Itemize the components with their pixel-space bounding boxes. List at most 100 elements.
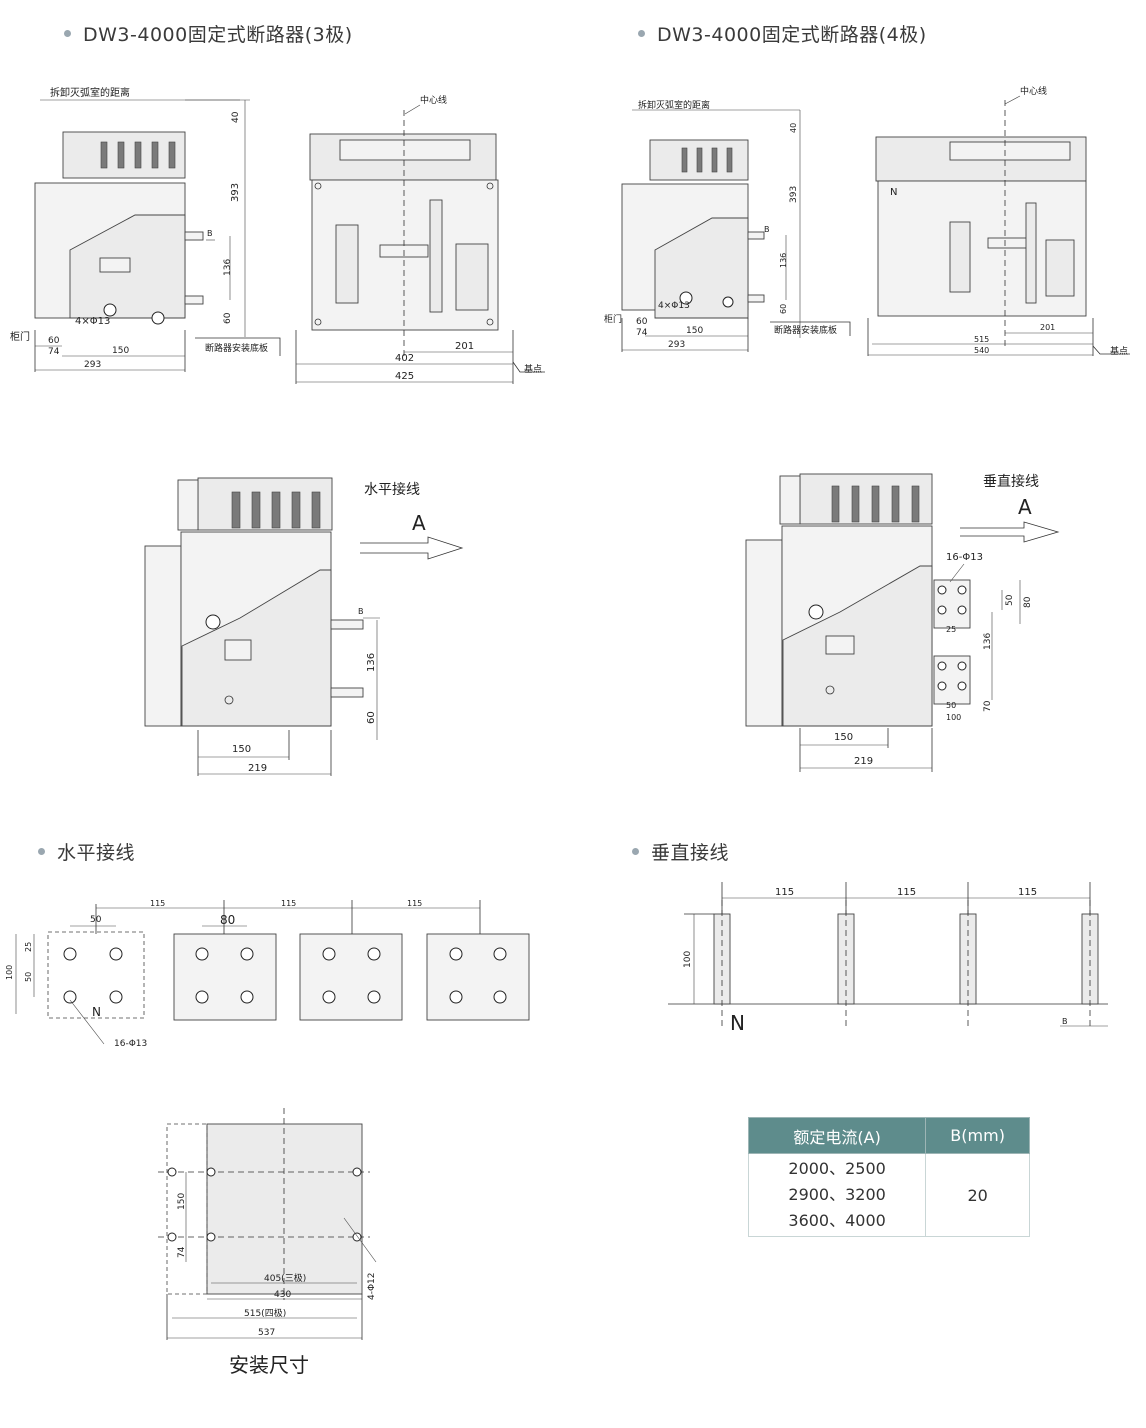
dim-80-hw: 80 [220,913,235,927]
dim-50v-hw: 50 [24,972,33,982]
bullet-icon [632,848,639,855]
dim-219-h: 219 [248,763,267,774]
dim-515-4: 515 [974,335,989,344]
dim-B-h: B [358,607,364,616]
dim-136-4: 136 [779,253,788,268]
bullet-icon [38,848,45,855]
dim-74-inst: 74 [177,1246,187,1258]
dim-515-inst: 515(四极) [244,1307,286,1319]
dim-540-4: 540 [974,346,989,355]
dim-25-hw: 25 [24,942,33,952]
heading-4-pole: DW3-4000固定式断路器(4极) [638,20,927,47]
dim-150-h: 150 [232,744,251,755]
dim-60-4: 60 [779,304,788,314]
spec-row: 2000、2500 2900、3200 3600、4000 20 [747,1153,1030,1237]
holes-label-inst: 4-Φ12 [367,1272,377,1300]
heading-vertical-wiring: 垂直接线 [632,838,729,865]
arc-chamber-note: 拆卸灭弧室的距离 [50,86,130,99]
dim-150: 150 [112,346,129,356]
heading-3-pole-text: DW3-4000固定式断路器(3极) [83,24,353,46]
dim-115a-hw: 115 [150,899,165,908]
spec-table: 额定电流(A) B(mm) 2000、2500 2900、3200 3600、4… [747,1117,1030,1237]
dim-402: 402 [395,353,414,364]
dim-136: 136 [223,259,233,276]
header-b: B(mm) [925,1117,1030,1154]
current-value: 3600、4000 [788,1211,886,1230]
current-values: 2000、2500 2900、3200 3600、4000 [747,1153,927,1237]
vertical-wiring-label: 垂直接线 [983,473,1039,490]
dim-70-v: 70 [983,700,993,712]
dim-150-v: 150 [834,732,853,743]
dim-150-4: 150 [686,326,703,336]
dim-60b-4: 60 [636,317,648,327]
heading-3-pole: DW3-4000固定式断路器(3极) [64,20,353,47]
heading-vertical-wiring-text: 垂直接线 [651,842,730,864]
dim-115c-hw: 115 [407,899,422,908]
dim-425: 425 [395,371,414,382]
dim-50b-v: 50 [946,701,956,710]
dim-60-h: 60 [366,711,377,724]
neutral-label-vw: N [730,1011,745,1035]
current-value: 2000、2500 [788,1159,886,1178]
installation-drawing: 150 74 405(三极) 430 515(四极) 537 4-Φ12 安装尺… [158,1108,377,1377]
side-hole-label: 4×Φ13 [75,316,110,327]
dim-40: 40 [231,111,241,123]
dim-74: 74 [48,347,60,357]
dim-115b-vw: 115 [897,887,916,898]
dim-B: B [207,229,213,238]
side-hole-label-4: 4×Φ13 [658,301,690,311]
dim-25-v: 25 [946,625,956,634]
horizontal-wiring-terminals: 50 80 115 115 115 100 25 50 N 16-Φ13 [5,899,530,1049]
dim-100-vw: 100 [683,951,693,968]
drawing-4pole-side: 拆卸灭弧室的距离 4×Φ13 40 393 B 136 60 柜门 60 74 … [604,99,851,352]
dim-293-4: 293 [668,340,685,350]
neutral-label-4: N [890,187,897,198]
dim-293: 293 [84,360,101,370]
arrow-A-label: A [412,511,426,535]
dim-100-hw: 100 [5,965,14,980]
dim-80-v: 80 [1023,596,1033,608]
header-current: 额定电流(A) [747,1117,927,1154]
drawing-3pole-front: 中心线 201 402 425 基点 [295,94,545,384]
dim-60: 60 [223,312,233,324]
heading-horizontal-wiring: 水平接线 [38,838,135,865]
dim-136-v: 136 [983,633,993,650]
dim-393: 393 [230,183,241,202]
dim-50-v: 50 [1005,594,1015,606]
current-value: 2900、3200 [788,1185,886,1204]
mount-plate-label-4: 断路器安装底板 [774,324,837,336]
dim-115b-hw: 115 [281,899,296,908]
dim-537-inst: 537 [258,1328,275,1338]
heading-4-pole-text: DW3-4000固定式断路器(4极) [657,24,927,46]
b-value: 20 [925,1153,1030,1237]
datum-label: 基点 [524,363,542,375]
dim-40-4: 40 [789,123,798,133]
horizontal-wiring-label: 水平接线 [364,481,420,498]
holes-label-v: 16-Φ13 [946,552,983,563]
dim-393-4: 393 [789,186,799,203]
dim-201-4: 201 [1040,323,1055,332]
dim-100-v: 100 [946,713,961,722]
heading-horizontal-wiring-text: 水平接线 [57,842,136,864]
centerline-label: 中心线 [420,94,447,106]
dim-115c-vw: 115 [1018,887,1037,898]
centerline-label-4: 中心线 [1020,85,1047,97]
dim-150-inst: 150 [177,1193,187,1210]
arc-chamber-note-4: 拆卸灭弧室的距离 [638,99,710,111]
dim-B-vw: B [1062,1017,1068,1026]
dim-219-v: 219 [854,756,873,767]
dim-B-4: B [764,225,770,234]
datum-label-4: 基点 [1110,345,1128,357]
dim-201: 201 [455,341,474,352]
holes-label-hw: 16-Φ13 [114,1039,147,1049]
dim-136-h: 136 [366,653,377,672]
drawing-3pole-side: 拆卸灭弧室的距离 4×Φ13 40 393 B 136 60 柜门 60 74 … [10,86,281,372]
drawing-4pole-front: 中心线 N 201 515 540 基点 [867,85,1130,357]
spec-header-row: 额定电流(A) B(mm) [747,1117,1030,1154]
neutral-label-hw: N [92,1005,101,1019]
dim-115a-vw: 115 [775,887,794,898]
side-vertical-wiring: 垂直接线 A 16-Φ13 50 80 25 136 70 50 100 150… [745,473,1060,772]
dim-405-inst: 405(三极) [264,1272,306,1284]
bullet-icon [638,30,645,37]
